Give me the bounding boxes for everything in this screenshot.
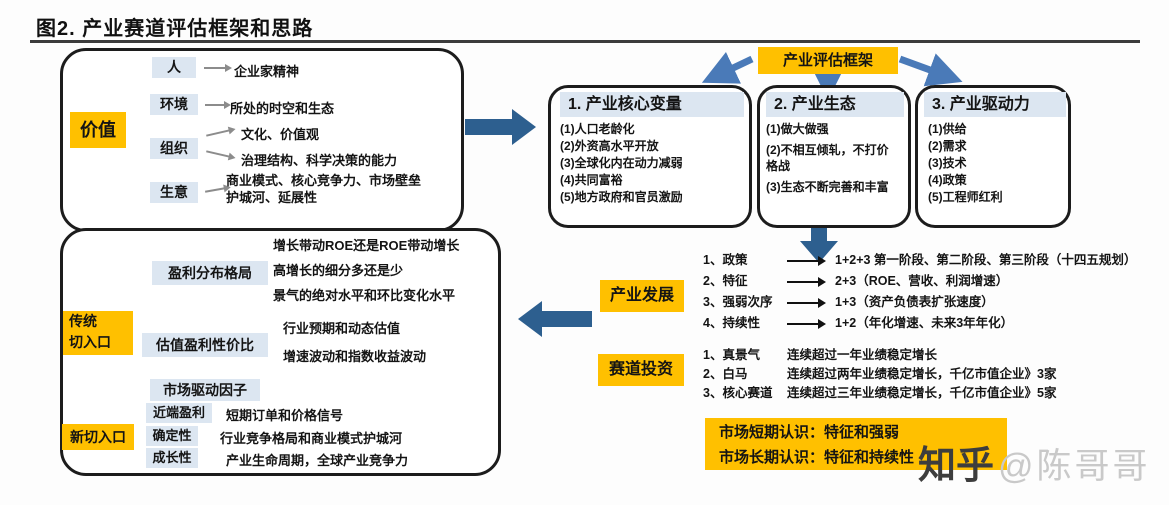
traditional-entry-label: 传统 切入口 (63, 311, 133, 355)
group-item: 景气的绝对水平和环比变化水平 (273, 288, 456, 303)
branch-environment: 环境 (150, 94, 198, 115)
certainty-label: 确定性 (146, 426, 198, 446)
ecosystem-title: 2. 产业生态 (766, 92, 904, 117)
valuation-ratio-label: 估值盈利性价比 (142, 333, 268, 357)
row-name: 3、强弱次序 (703, 295, 773, 309)
row-value: 连续超过两年业绩稳定增长，千亿市值企业》3家 (787, 367, 1057, 381)
list-item: (5)地方政府和官员激励 (560, 190, 683, 204)
list-item: (3)生态不断完善和丰富 (766, 179, 889, 194)
branch-text: 商业模式、核心竞争力、市场壁垒 护城河、延展性 (226, 173, 422, 205)
title-divider (30, 40, 1140, 43)
group-item: 增长带动ROE还是ROE带动增长 (273, 238, 460, 253)
row-value: 连续超过一年业绩稳定增长 (787, 348, 938, 362)
thin-arrow-icon (205, 100, 231, 109)
list-item: (4)政策 (928, 173, 967, 187)
profit-distribution-label: 盈利分布格局 (152, 261, 268, 285)
development-rows: 1、政策 1+2+3 第一阶段、第二阶段、第三阶段（十四五规划） 2、特征 2+3（… (703, 252, 1136, 332)
branch-person: 人 (152, 57, 196, 78)
list-item: (1)做大做强 (766, 122, 829, 136)
right-arrow-icon (787, 276, 826, 287)
arrow-right-block (465, 109, 536, 145)
list-item: (2)需求 (928, 139, 967, 153)
right-arrow-icon (787, 255, 826, 266)
value-root-node: 价值 (70, 112, 126, 148)
row-text: 行业竞争格局和商业模式护城河 (220, 431, 403, 446)
market-long-term: 市场长期认识：特征和持续性 (719, 449, 915, 466)
list-item: (1)供给 (928, 122, 967, 136)
ecosystem-items: (1)做大做强 (2)不相互倾轧，不打价格战 (3)生态不断完善和丰富 (766, 121, 894, 196)
list-item: (4)共同富裕 (560, 173, 623, 187)
branch-text: 文化、价值观 (241, 127, 320, 142)
row-name: 4、持续性 (703, 316, 760, 330)
list-item: (2)外资高水平开放 (560, 139, 659, 153)
list-item: (3)技术 (928, 156, 967, 170)
right-arrow-icon (787, 297, 826, 308)
list-item: (2)不相互倾轧，不打价格战 (766, 142, 889, 174)
thin-arrow-icon (204, 63, 232, 72)
zhihu-watermark-logo: 知乎 (918, 445, 995, 487)
growth-label: 成长性 (146, 448, 198, 468)
drivers-title: 3. 产业驱动力 (924, 92, 1066, 117)
branch-organization: 组织 (150, 138, 198, 159)
row-value: 1+2（年化增速、未来3年年化） (835, 316, 1014, 330)
near-profit-label: 近端盈利 (146, 403, 212, 423)
market-view-box: 市场短期认识：特征和强弱 市场长期认识：特征和持续性 (705, 418, 1007, 470)
list-item: (3)全球化内在动力减弱 (560, 156, 683, 170)
list-item: (5)工程师红利 (928, 190, 1003, 204)
row-name: 2、特征 (703, 274, 748, 288)
row-name: 2、白马 (703, 367, 748, 381)
list-item: (1)人口老龄化 (560, 122, 635, 136)
right-arrow-icon (787, 318, 826, 329)
group-item: 高增长的细分多还是少 (273, 263, 404, 278)
arrow-left-block (518, 301, 592, 337)
row-value: 连续超过三年业绩稳定增长，千亿市值企业》5家 (787, 386, 1057, 400)
row-text: 产业生命周期，全球产业竞争力 (226, 453, 409, 468)
branch-text: 治理结构、科学决策的能力 (241, 153, 398, 168)
value-mindmap-box (60, 48, 464, 232)
figure-title: 图2. 产业赛道评估框架和思路 (36, 18, 314, 40)
branch-text: 企业家精神 (234, 64, 300, 79)
group-item: 增速波动和指数收益波动 (283, 349, 427, 364)
watermark-username: @陈哥哥 (998, 447, 1151, 486)
row-value: 2+3（ROE、营收、利润增速） (835, 274, 1009, 288)
core-variables-items: (1)人口老龄化 (2)外资高水平开放 (3)全球化内在动力减弱 (4)共同富裕… (560, 121, 740, 206)
market-short-term: 市场短期认识：特征和强弱 (719, 424, 900, 441)
track-investment-label: 赛道投资 (598, 354, 684, 386)
row-name: 1、政策 (703, 253, 748, 267)
drivers-items: (1)供给 (2)需求 (3)技术 (4)政策 (5)工程师红利 (928, 121, 1056, 206)
row-name: 1、真景气 (703, 348, 760, 362)
framework-header: 产业评估框架 (758, 47, 898, 74)
new-entry-label: 新切入口 (62, 424, 134, 450)
row-value: 1+3（资产负债表扩张速度） (835, 295, 994, 309)
group-item: 行业预期和动态估值 (283, 321, 401, 336)
branch-text: 所处的时空和生态 (230, 101, 335, 116)
industry-development-label: 产业发展 (600, 280, 684, 312)
row-text: 短期订单和价格信号 (226, 408, 344, 423)
row-value: 1+2+3 第一阶段、第二阶段、第三阶段（十四五规划） (835, 253, 1137, 267)
branch-business: 生意 (150, 182, 198, 203)
market-driver-label: 市场驱动因子 (150, 379, 260, 401)
core-variables-title: 1. 产业核心变量 (560, 92, 744, 117)
row-name: 3、核心赛道 (703, 386, 773, 400)
investment-rows: 1、真景气 连续超过一年业绩稳定增长 2、白马 连续超过两年业绩稳定增长，千亿市值企… (703, 347, 1056, 401)
